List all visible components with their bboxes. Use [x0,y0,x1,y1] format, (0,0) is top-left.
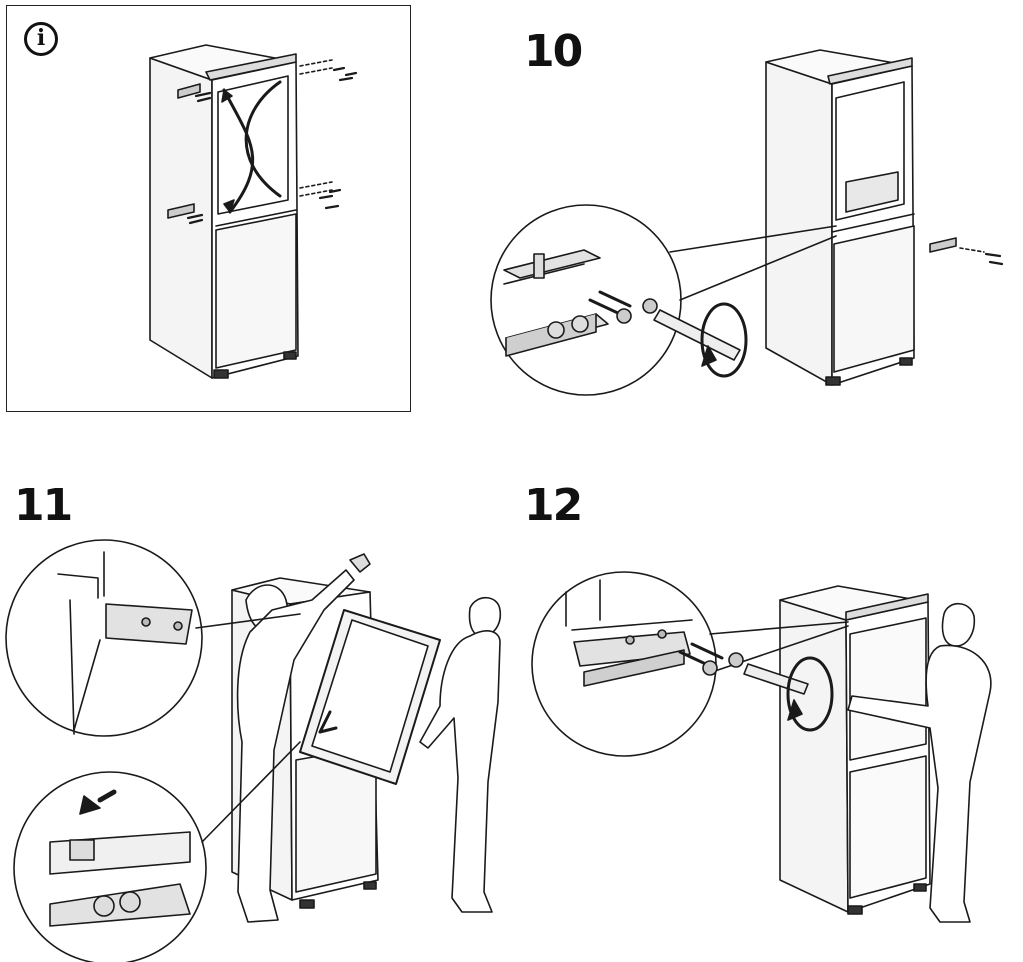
step11-cabinet-illustration [231,553,502,923]
step-number-10: 10 [524,26,583,77]
info-icon: i [24,22,58,56]
step11-detail-circle-bottom [13,741,301,962]
step-number-12: 12 [524,480,583,531]
step12-detail-circle [531,571,849,757]
step12-cabinet-illustration [779,585,992,923]
step10-cabinet-illustration [765,49,1004,386]
info-panel [6,5,411,412]
step-number-11: 11 [14,480,73,531]
step11-detail-circle-top [5,539,301,737]
step10-detail-circle [490,204,837,396]
info-cabinet-illustration [149,44,358,379]
